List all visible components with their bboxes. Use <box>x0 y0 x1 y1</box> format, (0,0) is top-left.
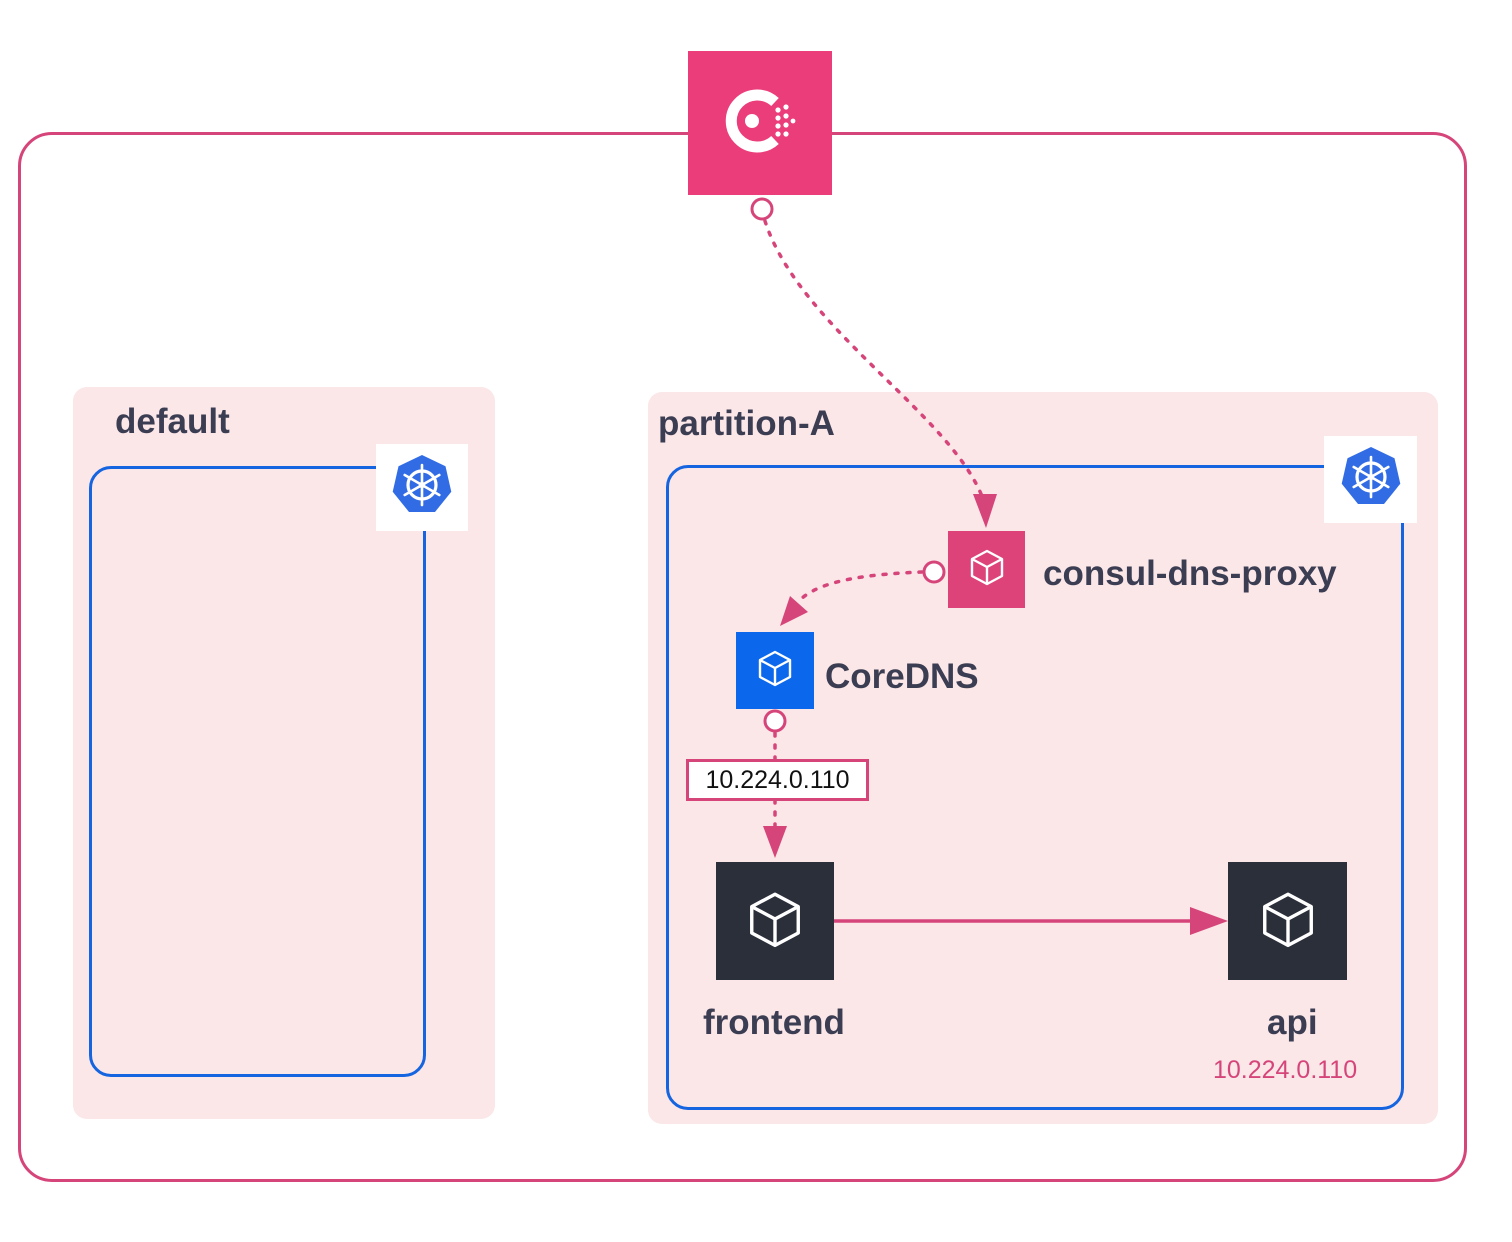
kubernetes-cluster-partition-a <box>666 465 1404 1110</box>
api-node[interactable] <box>1228 862 1347 980</box>
kubernetes-icon <box>389 452 455 523</box>
edge-frontend-to-api <box>834 907 1228 935</box>
kubernetes-cluster-default <box>89 466 426 1077</box>
partition-a-title: partition-A <box>658 404 835 443</box>
cube-icon <box>967 547 1007 592</box>
consul-dns-proxy-node[interactable] <box>948 531 1025 608</box>
coredns-node[interactable] <box>736 632 814 709</box>
consul-dns-proxy-label: consul-dns-proxy <box>1043 554 1337 593</box>
kubernetes-badge-partition-a <box>1324 436 1417 523</box>
kubernetes-icon <box>1338 444 1404 515</box>
cube-icon <box>744 888 806 955</box>
edge-coredns-to-frontend <box>763 709 787 858</box>
kubernetes-badge-default <box>376 444 468 531</box>
partition-default-title: default <box>115 402 230 441</box>
frontend-label: frontend <box>703 1003 845 1042</box>
cube-icon <box>1257 888 1319 955</box>
coredns-label: CoreDNS <box>825 657 979 696</box>
frontend-node[interactable] <box>716 862 834 980</box>
dns-answer-badge: 10.224.0.110 <box>686 759 869 801</box>
cube-icon <box>755 648 795 693</box>
edge-consul-to-dns-proxy <box>750 197 997 528</box>
api-label: api <box>1267 1003 1318 1042</box>
api-ip-caption: 10.224.0.110 <box>1213 1056 1358 1084</box>
partition-a <box>648 392 1438 1124</box>
consul-node <box>688 51 832 195</box>
edge-dns-proxy-to-coredns <box>780 560 946 626</box>
consul-logo-icon <box>715 76 805 171</box>
